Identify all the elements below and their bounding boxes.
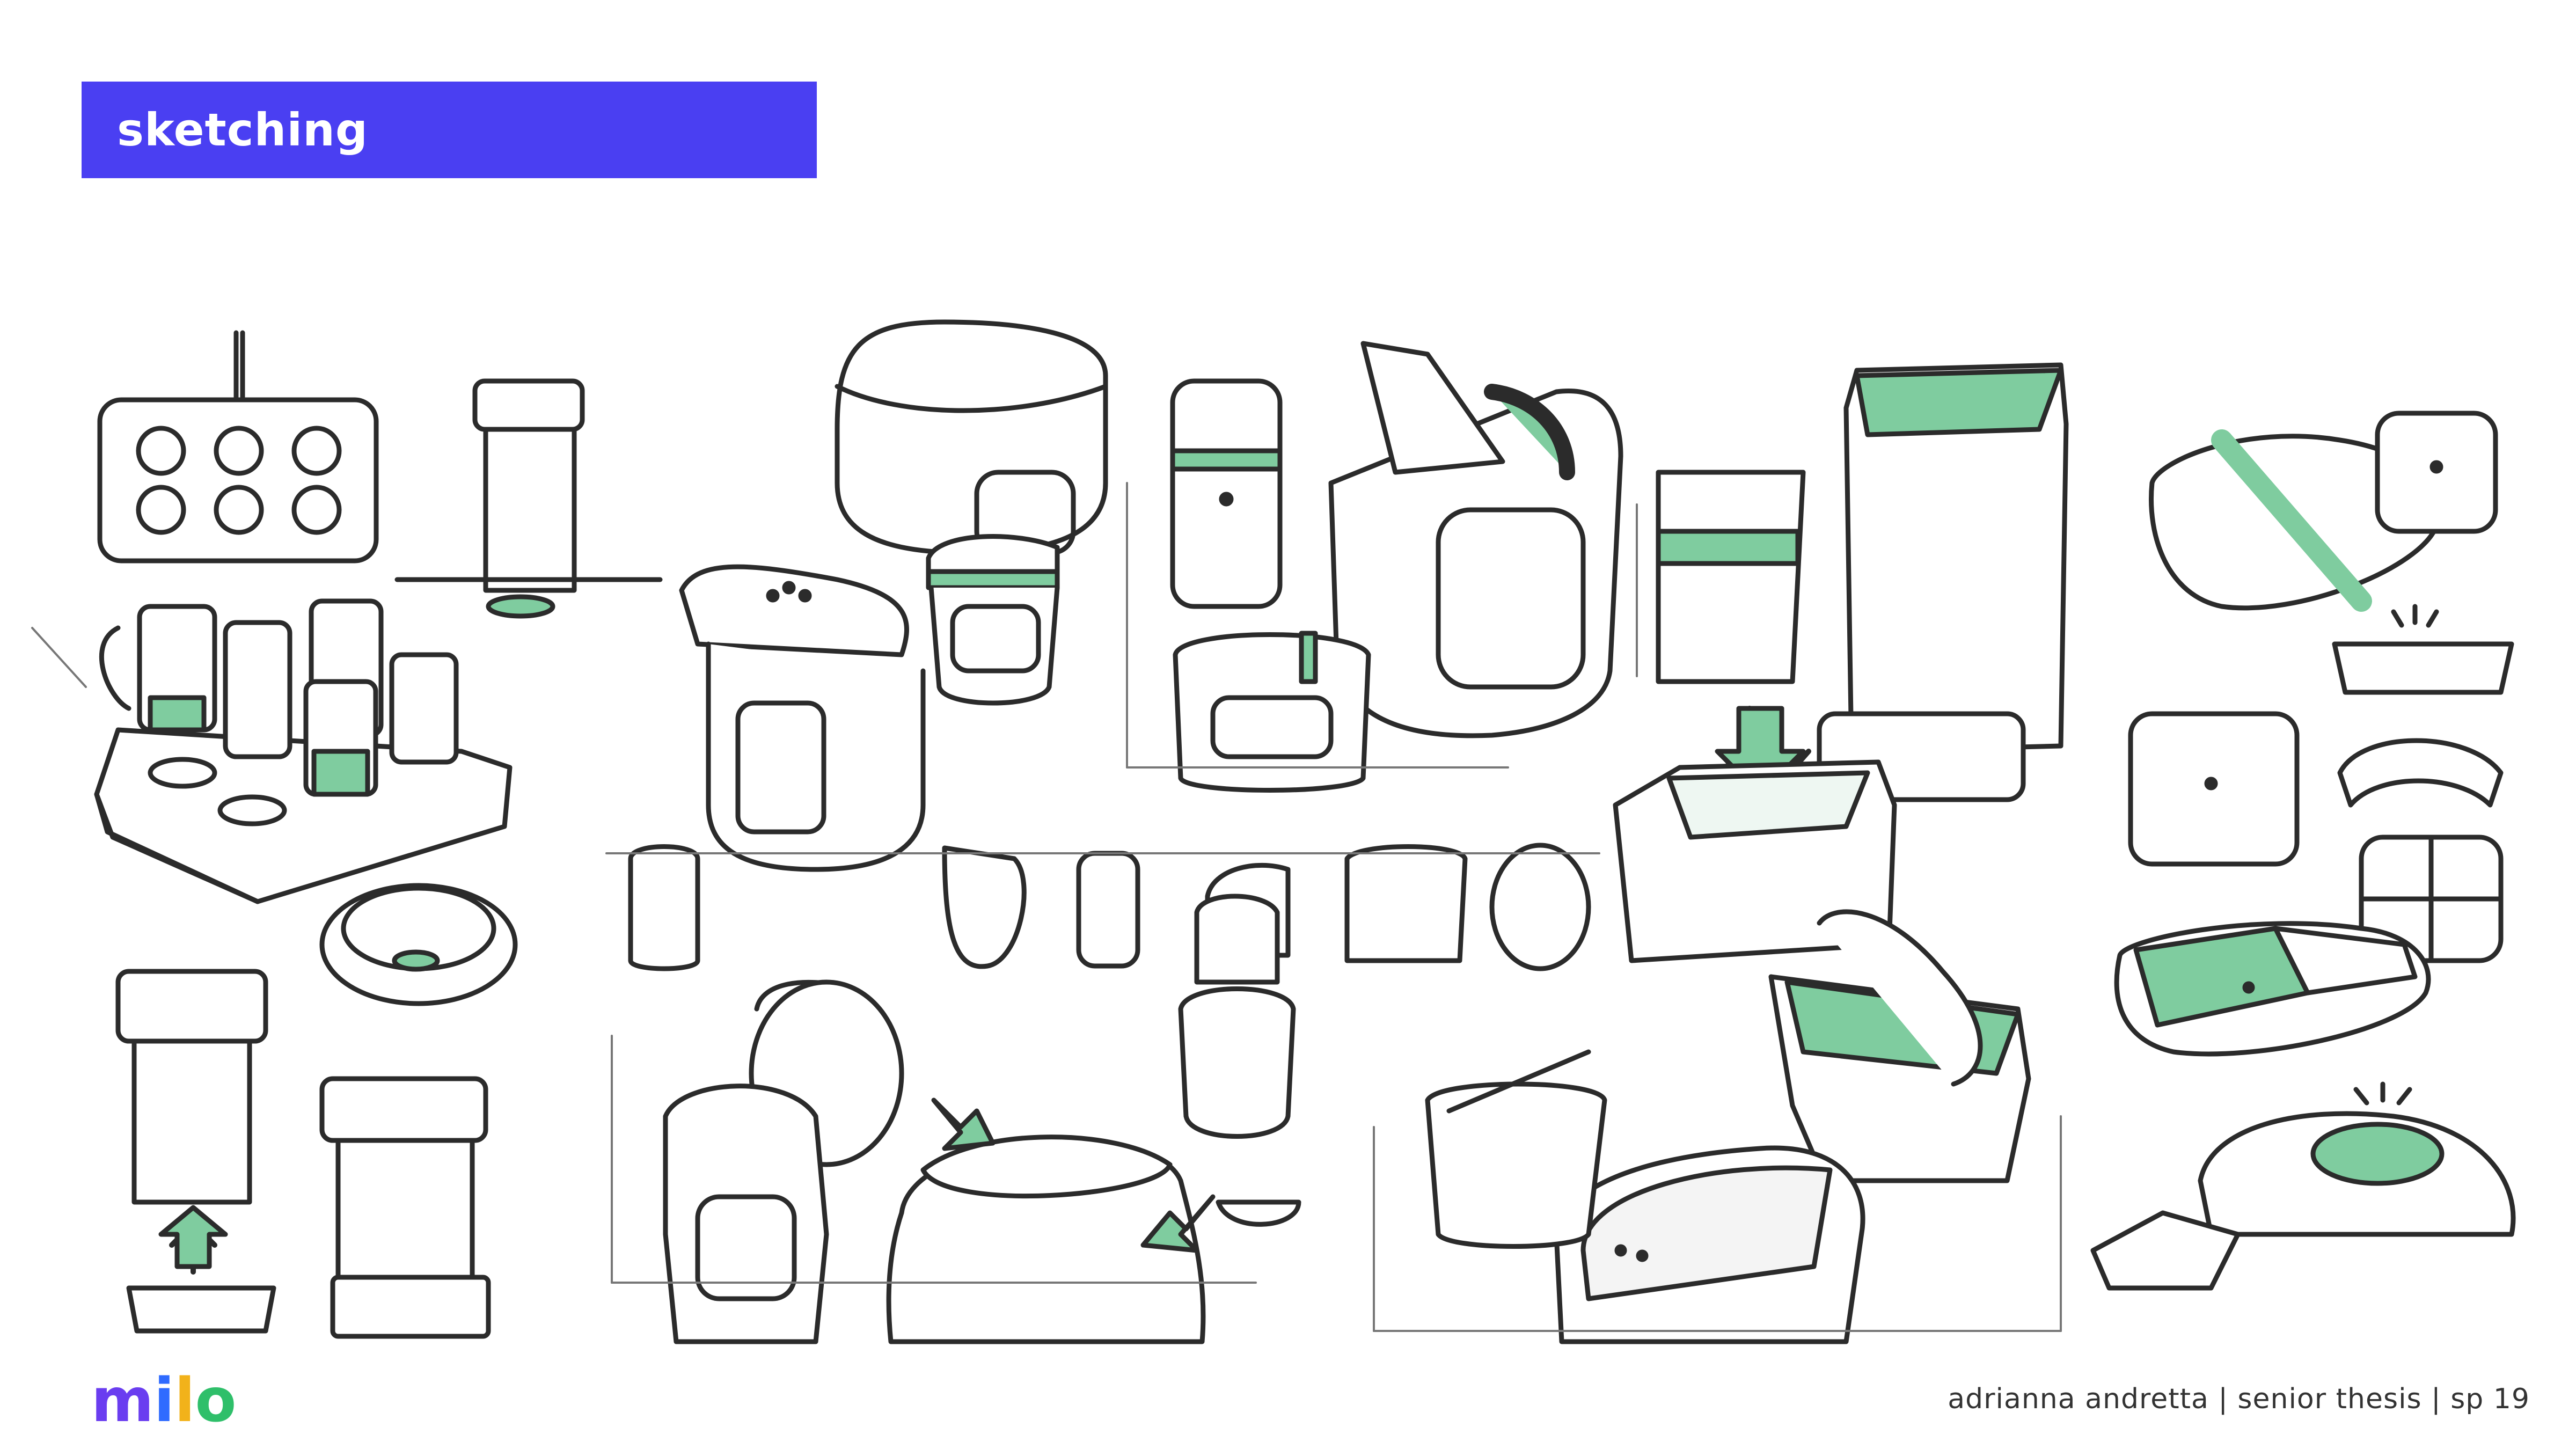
sketch-pill-bottle-base xyxy=(394,378,663,619)
logo-letter-l: l xyxy=(174,1366,195,1436)
sketch-lunchbox-top xyxy=(835,319,1108,555)
logo-letter-i: i xyxy=(153,1366,175,1436)
slide-title-bar: sketching xyxy=(82,82,817,178)
sketch-dish xyxy=(319,883,518,1006)
sketch-small-tub xyxy=(1126,482,1509,793)
sketch-tray-small xyxy=(2128,604,2514,867)
sketch-flip-canister xyxy=(679,564,926,872)
sketch-tilt-bin xyxy=(1768,909,2031,1183)
sketch-jar-small xyxy=(926,534,1060,706)
sketch-stacked-cube xyxy=(1613,362,2069,963)
sketch-pill-board xyxy=(97,330,379,564)
sketch-quad-case xyxy=(2114,835,2504,1057)
sketch-square-case-top xyxy=(2149,411,2498,612)
milo-logo: m i l o xyxy=(91,1363,236,1438)
sketch-bowl-base xyxy=(2090,1081,2516,1291)
footer-credit: adrianna andretta | senior thesis | sp 1… xyxy=(1948,1383,2530,1415)
logo-letter-m: m xyxy=(91,1366,154,1436)
sketch-cooler-open xyxy=(1328,341,1623,738)
slide-title: sketching xyxy=(117,104,369,156)
sketch-long-box xyxy=(1373,1049,2062,1344)
sketch-tall-jug xyxy=(1170,378,1283,609)
logo-letter-o: o xyxy=(195,1366,237,1436)
sketch-cap-assembly xyxy=(611,894,1301,1344)
sketch-bottle-arrow xyxy=(115,969,491,1339)
sketch-tray-with-cups xyxy=(31,598,513,904)
sketch-dispenser-row xyxy=(605,843,1600,971)
